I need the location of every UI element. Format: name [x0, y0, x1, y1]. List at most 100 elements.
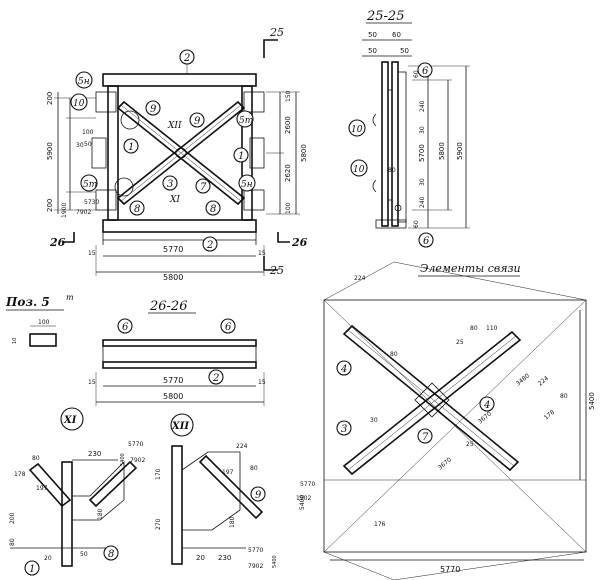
dim-3670-bottom: 3670 [437, 456, 453, 471]
svg-text:7: 7 [422, 432, 429, 443]
dim-178-elements: 178 [543, 409, 556, 422]
section-25-view: 25-25 50 60 50 50 240 30 5700 30 240 580… [348, 9, 470, 248]
column-flange [391, 61, 399, 227]
dim-270-xii: 270 [155, 518, 162, 530]
dim-80-right: 80 [560, 393, 568, 400]
dim-10-pos5: 10 [12, 338, 18, 344]
dim-5800-bottom: 5800 [163, 273, 183, 282]
mark-bubble-3: 3 [162, 175, 178, 191]
svg-text:8: 8 [108, 549, 114, 560]
dim-5770-bottom: 5770 [163, 245, 183, 254]
node-label-xi: XI [169, 195, 180, 205]
dim-30-s25: 30 [419, 126, 426, 134]
brace-diagonal-2 [116, 100, 246, 206]
dim-5800-s25: 5800 [438, 142, 446, 160]
mark-bubble-9-b: 9 [189, 112, 205, 128]
svg-text:8: 8 [210, 204, 216, 215]
top-beam [102, 73, 257, 87]
brace-element-3 [342, 330, 522, 476]
dim-197-xii: 197 [222, 469, 234, 476]
svg-text:8: 8 [134, 204, 140, 215]
dim-5800-right: 5800 [300, 144, 308, 162]
dim-50-xi: 50 [80, 551, 88, 558]
svg-text:2: 2 [206, 240, 213, 251]
mark-bubble-6-top: 6 [417, 62, 433, 78]
mark-bubble-1-xi: 1 [24, 560, 40, 576]
mark-bubble-2-bottom: 2 [202, 236, 218, 252]
dim-5400-xi: 5400 [120, 453, 126, 466]
dim-100-pos5: 100 [38, 319, 50, 326]
node-xii-bubble [170, 413, 194, 437]
dim-60-bot-s25: 60 [413, 220, 420, 228]
mark-bubble-6-s26r: 6 [220, 318, 236, 334]
dim-200-xi: 200 [9, 512, 16, 524]
dim-178-xi: 178 [14, 471, 26, 478]
dim-1902-left: 1902 [296, 495, 311, 502]
svg-text:1: 1 [29, 564, 35, 575]
mark-bubble-2-top: 2 [179, 49, 195, 74]
dim-180-xi: 180 [97, 508, 104, 520]
bottom-beam [102, 219, 257, 233]
mark-bubble-2-s26: 2 [208, 369, 224, 385]
svg-text:6: 6 [423, 236, 430, 247]
dim-5900-s25: 5900 [456, 142, 464, 160]
mark-bubble-4-left: 4 [336, 360, 352, 376]
dim-5400-elements: 5400 [588, 392, 596, 410]
mark-bubble-7: 7 [195, 178, 211, 194]
mark-bubble-5t-right: 5т [236, 110, 254, 128]
dim-7902-xi: 7902 [130, 457, 145, 464]
svg-text:6: 6 [122, 322, 129, 333]
dim-50-s25: 50 [368, 31, 377, 39]
section-title-25: 25-25 [366, 9, 404, 24]
plate-pos5 [29, 333, 57, 347]
pos5-detail: Поз. 5 т 100 10 [5, 293, 74, 347]
dim-50-inner: 50 [84, 141, 92, 148]
mark-bubble-10-a: 10 [348, 119, 366, 137]
dim-1900: 1900 [61, 203, 68, 218]
cut-label-25-top: 25 [269, 26, 284, 39]
svg-text:9: 9 [255, 490, 262, 501]
dim-5400-xii: 5400 [272, 555, 278, 568]
dim-15-right: 15 [258, 250, 266, 257]
mark-bubble-3-elements: 3 [336, 420, 352, 436]
column-flange [381, 61, 389, 227]
node-xii-detail: XII 20 230 224 197 80 170 270 180 5770 7… [155, 413, 278, 570]
node-xi-title: XI [63, 415, 77, 426]
svg-text:9: 9 [150, 104, 157, 115]
dim-170-xii: 170 [155, 468, 162, 480]
cut-mark-25-top [263, 39, 278, 58]
dim-5700: 5700 [418, 144, 426, 162]
svg-text:2: 2 [212, 373, 219, 384]
mark-bubble-10-b: 10 [350, 159, 368, 177]
dim-50-s25b: 50 [368, 47, 377, 55]
elements-title: Элементы связи [420, 262, 521, 275]
dim-30-inner: 30 [76, 142, 84, 149]
dim-5770-left: 5770 [300, 481, 315, 488]
dim-95-elements: 80 [390, 351, 398, 358]
dim-60-top-s25: 60 [413, 70, 420, 78]
mark-bubble-5n-right: 5н [238, 174, 256, 192]
dim-25-elements: 25 [456, 339, 464, 346]
dim-20-xi: 20 [44, 555, 52, 562]
dim-5770-s26: 5770 [163, 376, 183, 385]
gusset-plate [95, 189, 117, 211]
mark-bubble-8-right: 8 [205, 200, 221, 216]
gusset-plate [243, 91, 265, 113]
mark-bubble-1-right: 1 [233, 147, 249, 163]
mark-bubble-7-elements: 7 [417, 428, 433, 444]
beam-bot-s26 [102, 361, 257, 369]
svg-text:5т: 5т [83, 180, 97, 190]
svg-text:5н: 5н [241, 180, 253, 190]
brace-element-4 [342, 324, 520, 472]
dim-197-xi: 197 [36, 485, 48, 492]
dim-240-bot-s25: 240 [419, 196, 426, 208]
pos5-superscript: т [66, 293, 74, 302]
dim-30-s25b: 30 [419, 178, 426, 186]
dim-100: 100 [285, 202, 292, 214]
dim-224-right: 224 [537, 375, 550, 388]
mark-bubble-8-left: 8 [129, 200, 145, 216]
pos5-title: Поз. 5 [5, 295, 50, 309]
section-title-26: 26-26 [149, 299, 187, 314]
dim-3480: 3480 [515, 372, 531, 387]
